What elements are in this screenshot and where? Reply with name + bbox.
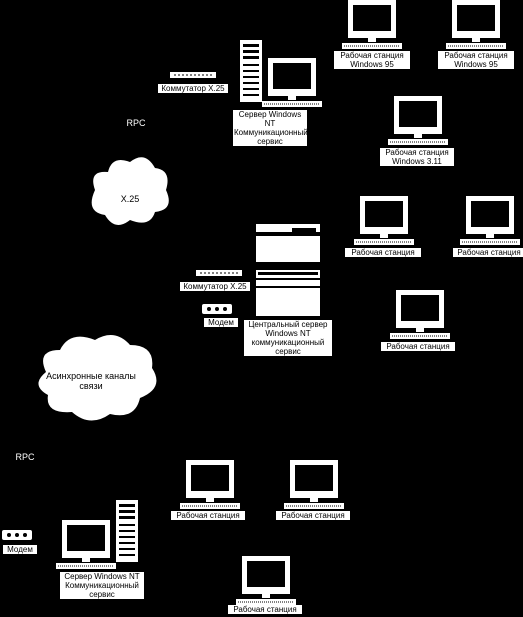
workstation-icon — [261, 57, 323, 108]
workstation-icon — [353, 195, 415, 246]
label-modem-bottom: Модем — [3, 545, 37, 554]
label-nt-server-bottom: Сервер Windows NT Коммуникационный серви… — [60, 572, 144, 599]
workstation-icon — [387, 95, 449, 146]
workstation-icon — [179, 459, 241, 510]
modem-icon — [2, 530, 32, 540]
cloud-icon — [91, 157, 169, 225]
modem-icon — [202, 304, 232, 314]
label-rpc-bottom: RPC — [15, 452, 35, 462]
label-ws-bottom-3: Рабочая станция — [228, 605, 302, 614]
switch-icon — [195, 269, 243, 277]
workstation-icon — [389, 289, 451, 340]
cloud-icon — [38, 335, 157, 421]
label-ws-win95-2: Рабочая станция Windows 95 — [438, 51, 514, 69]
label-ws-win95-1: Рабочая станция Windows 95 — [334, 51, 410, 69]
workstation-icon — [55, 519, 117, 570]
central-server-icon — [256, 224, 320, 316]
label-switch-x25-top: Коммутатор X.25 — [158, 84, 228, 93]
workstation-icon — [341, 0, 403, 50]
label-rpc-top: RPC — [126, 118, 146, 128]
label-ws-bottom-2: Рабочая станция — [276, 511, 350, 520]
label-cloud-async: Асинхронные каналы связи — [46, 371, 136, 391]
label-ws-bottom-1: Рабочая станция — [171, 511, 245, 520]
label-ws-win311: Рабочая станция Windows 3.11 — [380, 148, 454, 166]
server-tower-icon — [116, 500, 138, 562]
server-tower-icon — [240, 40, 262, 102]
label-nt-server-top: Сервер Windows NT Коммуникационный серви… — [233, 110, 308, 146]
workstation-icon — [235, 555, 297, 606]
workstation-icon — [459, 195, 521, 246]
label-ws-mid-lower: Рабочая станция — [381, 342, 455, 351]
workstation-icon — [283, 459, 345, 510]
label-ws-mid-right: Рабочая станция — [453, 248, 523, 257]
workstation-icon — [445, 0, 507, 50]
label-central-server: Центральный сервер Windows NT коммуникац… — [244, 320, 332, 356]
label-ws-mid-left: Рабочая станция — [345, 248, 421, 257]
label-switch-x25-mid: Коммутатор X.25 — [180, 282, 250, 291]
label-modem-mid: Модем — [204, 318, 238, 327]
label-cloud-x25: X.25 — [120, 194, 140, 204]
switch-icon — [169, 71, 217, 79]
